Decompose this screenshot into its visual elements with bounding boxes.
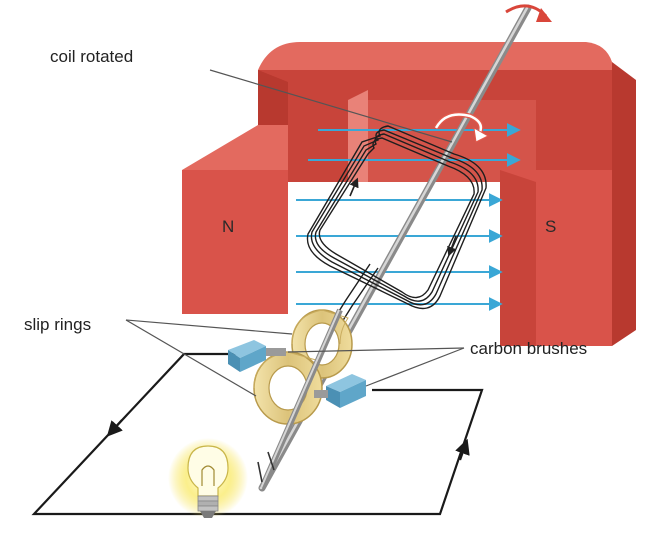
slip-ring-leader-upper [126,320,292,334]
slip-ring-lower [254,352,322,424]
horseshoe-magnet [182,42,636,346]
magnet-top-surface [258,42,612,70]
magnet-south-inner [500,170,536,346]
coil-rotated-label: coil rotated [50,47,133,66]
south-pole-label: S [545,217,556,236]
brush-leader-lower [366,348,464,386]
magnet-north-pole [182,170,288,314]
coil-current-arrow [350,182,356,196]
north-pole-label: N [222,217,234,236]
magnet-right-side [612,62,636,346]
carbon-brushes-label: carbon brushes [470,339,587,358]
circuit-direction-arrow-left [112,420,122,431]
slip-rings-label: slip rings [24,315,91,334]
magnet-north-top [182,125,288,170]
lamp [168,438,248,518]
